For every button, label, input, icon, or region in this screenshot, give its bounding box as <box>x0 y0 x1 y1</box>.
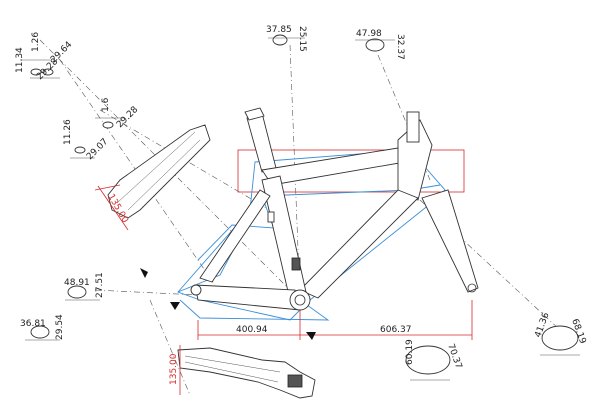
dim-dropout-b: 27.51 <box>95 272 105 298</box>
dim-seat-top-a: 37.85 <box>266 25 292 35</box>
dim-seatstay-b: 29.28 <box>115 105 140 130</box>
dim-head-top-a: 47.98 <box>356 29 382 39</box>
dim-bottom-left-a: 36.81 <box>20 319 46 329</box>
dimension-lines <box>20 37 580 395</box>
dimension-labels: 11.34 1.26 29.64 29.28 1.6 29.28 11.26 2… <box>15 25 587 385</box>
dim-chainstay-length: 400.94 <box>236 325 268 335</box>
dim-head-top-b: 32.37 <box>395 34 405 60</box>
dim-downtube-a: 60.19 <box>405 339 415 365</box>
dim-seatstay-c: 11.26 <box>63 119 73 145</box>
dim-seatstay-a: 1.6 <box>101 97 111 112</box>
dim-seatstay-d: 29.07 <box>85 137 110 162</box>
dim-seat-top-b: 25.15 <box>297 26 307 52</box>
dim-front-center: 606.37 <box>380 325 412 335</box>
dim-dropout-a: 48.91 <box>64 278 90 288</box>
dim-red-vertical-lower: 135.00 <box>169 353 179 385</box>
bike-frame <box>190 107 479 311</box>
cross-sections <box>30 34 579 375</box>
dim-bottom-left-b: 29.54 <box>55 314 65 340</box>
chainstay-part-lower <box>177 347 316 399</box>
seatstay-part-upper <box>107 124 211 219</box>
dim-top-left-a: 11.34 <box>15 47 25 73</box>
dim-top-left-b: 1.26 <box>31 32 41 52</box>
